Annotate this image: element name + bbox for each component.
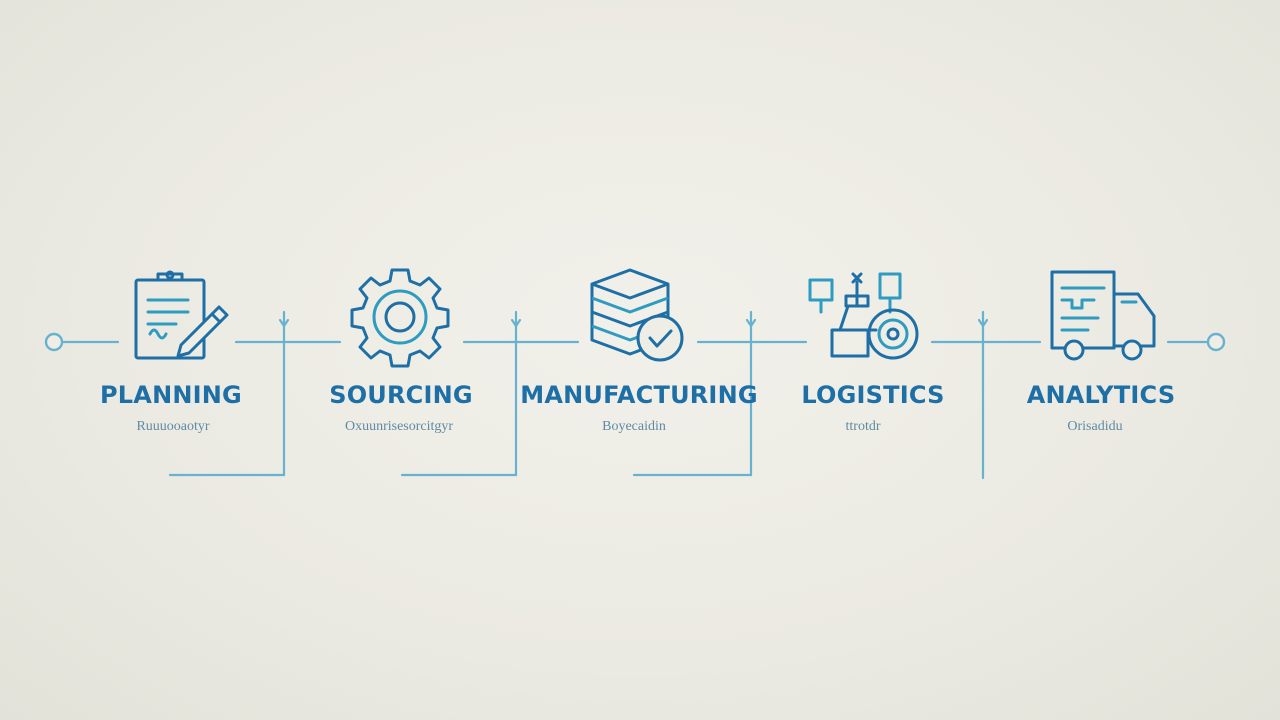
end-node	[1206, 332, 1226, 352]
step-subtitle-analytics: Orisadidu	[1067, 419, 1123, 434]
step-title-manufacturing: MANUFACTURING	[520, 381, 758, 409]
delivery-truck-icon	[1050, 270, 1156, 361]
divider-2	[400, 310, 518, 477]
start-node	[44, 332, 64, 352]
step-title-planning: PLANNING	[100, 381, 242, 409]
divider-arrow-2	[510, 318, 522, 328]
divider-arrow-4	[977, 318, 989, 328]
step-subtitle-sourcing: Oxuunrisesorcitgyr	[344, 419, 454, 434]
step-title-analytics: ANALYTICS	[1026, 381, 1176, 409]
step-subtitle-manufacturing: Boyecaidin	[602, 419, 666, 434]
warehouse-robot-icon	[808, 272, 919, 360]
divider-arrow-3	[745, 318, 757, 328]
clipboard-pencil-icon	[134, 270, 229, 360]
database-check-icon	[590, 268, 684, 362]
step-subtitle-logistics: ttrotdr	[845, 419, 881, 434]
gear-icon	[350, 268, 450, 368]
divider-arrow-1	[278, 318, 290, 328]
step-subtitle-planning: Ruuuooaotyr	[136, 419, 210, 434]
divider-3	[632, 310, 753, 477]
divider-1	[168, 310, 286, 477]
step-title-logistics: LOGISTICS	[801, 381, 945, 409]
step-title-sourcing: SOURCING	[329, 381, 473, 409]
